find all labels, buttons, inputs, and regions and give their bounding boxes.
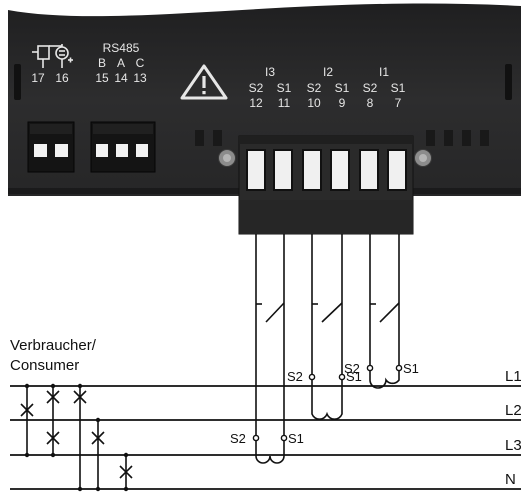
l1-ct-s2: S2 — [344, 361, 360, 376]
ct-wires — [255, 234, 400, 438]
current-connector — [238, 135, 414, 235]
l3-ct-s2: S2 — [230, 431, 246, 446]
consumer-fuse-crosses — [20, 390, 133, 479]
label-n: N — [505, 471, 516, 488]
bus-lines — [10, 385, 521, 490]
terminal-7: 7 — [395, 96, 402, 110]
rs485-letter-b: B — [98, 56, 106, 70]
right-side-slot — [505, 64, 512, 100]
l3-ct-s1: S1 — [288, 431, 304, 446]
right-mounting-screw — [414, 149, 432, 167]
i3-label: I3 — [265, 65, 275, 79]
l2-ct-s2: S2 — [287, 369, 303, 384]
l1-ct-s1: S1 — [403, 361, 419, 376]
relay-output-symbol-icon — [32, 44, 73, 68]
i1-s2: S2 — [363, 81, 378, 95]
terminal-14: 14 — [114, 71, 128, 85]
terminal-16: 16 — [55, 71, 69, 85]
i1-s1: S1 — [391, 81, 406, 95]
l2-ct-s1: S1 — [346, 369, 362, 384]
terminal-10: 10 — [307, 96, 321, 110]
current-inputs-labels: I3 S2 S1 12 11 I2 S2 S1 10 9 I1 S2 S1 8 … — [249, 65, 406, 110]
label-l1: L1 — [505, 368, 521, 385]
i2-s2: S2 — [307, 81, 322, 95]
terminal-12: 12 — [249, 96, 263, 110]
terminal-11: 11 — [278, 96, 291, 110]
consumer-label: Verbraucher/ Consumer — [10, 337, 97, 374]
i1-label: I1 — [379, 65, 389, 79]
warning-triangle-icon — [180, 64, 228, 100]
i3-s1: S1 — [277, 81, 292, 95]
terminal-9: 9 — [339, 96, 346, 110]
rs485-terminal-block — [90, 121, 156, 173]
consumer-line-1: Verbraucher/ — [10, 337, 97, 354]
i3-s2: S2 — [249, 81, 264, 95]
i2-s1: S1 — [335, 81, 350, 95]
relay-terminal-block — [27, 121, 75, 173]
consumer-line-2: Consumer — [10, 357, 79, 374]
ridges — [195, 130, 489, 146]
left-mounting-screw — [218, 149, 236, 167]
rs485-label: RS485 — [103, 41, 140, 55]
terminal-8: 8 — [367, 96, 374, 110]
i2-label: I2 — [323, 65, 333, 79]
terminal-15: 15 — [95, 71, 109, 85]
label-l3: L3 — [505, 437, 521, 454]
consumer-junction-dots — [24, 383, 129, 492]
label-l2: L2 — [505, 402, 521, 419]
ct-terminal-dots — [252, 364, 403, 442]
line-labels: L1 L2 L3 N — [505, 368, 521, 488]
ct-shorting-switches — [256, 302, 400, 323]
left-side-slot — [14, 64, 21, 100]
rs485-letter-a: A — [117, 56, 125, 70]
connector-pins — [246, 149, 407, 191]
rs485-letter-c: C — [136, 56, 145, 70]
terminal-17: 17 — [31, 71, 45, 85]
ct-polarity-labels: S2 S1 S2 S1 S2 S1 — [230, 361, 419, 446]
terminal-13: 13 — [133, 71, 147, 85]
ct-loops — [255, 368, 400, 464]
